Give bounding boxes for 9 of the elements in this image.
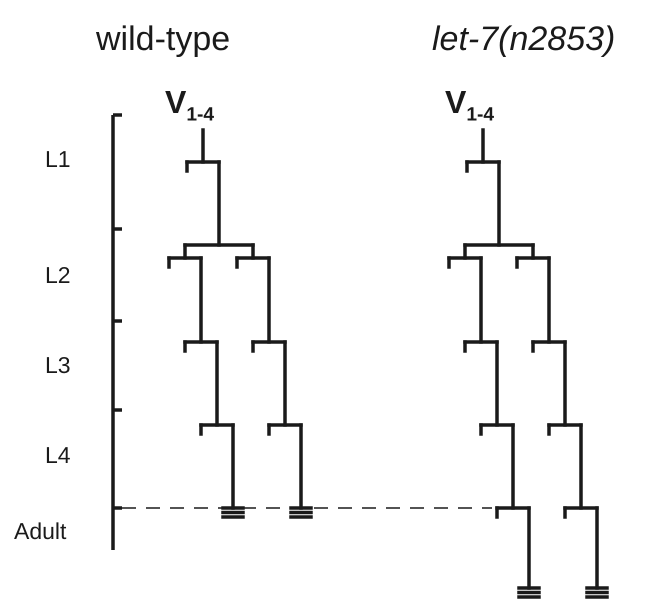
column-heading: let-7(n2853) (432, 22, 616, 56)
stage-label: L4 (45, 444, 71, 467)
column-heading: wild-type (96, 22, 230, 56)
stage-label: L3 (45, 354, 71, 377)
stage-label: L2 (45, 264, 71, 287)
stage-label: Adult (14, 520, 66, 543)
cell-label: V$_{1-4}$ (445, 86, 494, 125)
cell-label: V$_{1-4}$ (165, 86, 214, 125)
stage-label: L1 (45, 148, 71, 171)
